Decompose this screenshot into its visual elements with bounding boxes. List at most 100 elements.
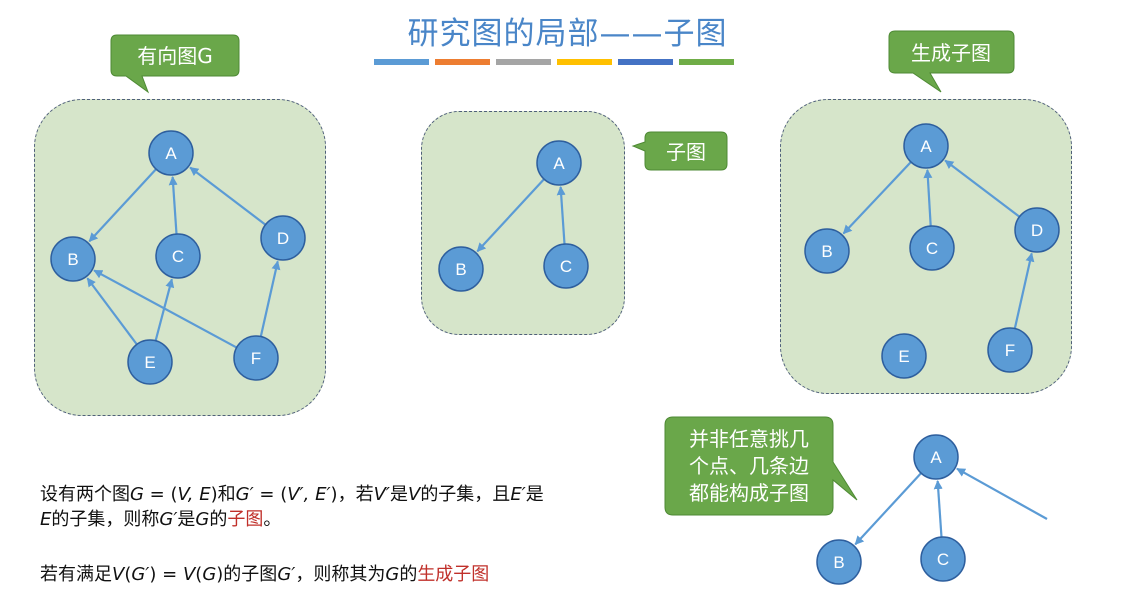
- node-F: F: [233, 335, 279, 381]
- node-A: A: [536, 140, 582, 186]
- node-circle: [543, 243, 589, 289]
- node-label: C: [560, 257, 572, 276]
- def-text: )的子图: [216, 564, 278, 585]
- node-label: D: [1031, 221, 1043, 240]
- def-text: )和: [210, 484, 236, 505]
- def-text: 是: [389, 484, 408, 505]
- node-circle: [233, 335, 279, 381]
- edge-C-A: [556, 186, 566, 245]
- callout-graph-g-text: 有向图G: [137, 44, 213, 68]
- node-label: E: [898, 347, 909, 366]
- callout-note-line3: 都能构成子图: [689, 481, 809, 505]
- callout-note: 并非任意挑几 个点、几条边 都能构成子图: [664, 416, 858, 516]
- def-text: (: [124, 564, 132, 585]
- def-text: E′: [510, 484, 526, 505]
- callout-spanning: 生成子图: [888, 30, 1015, 93]
- node-E: E: [881, 333, 927, 379]
- node-circle: [536, 140, 582, 186]
- node-circle: [804, 228, 850, 274]
- edge-D-A: [944, 159, 1021, 218]
- node-E: E: [127, 339, 173, 385]
- edge-F-D: [259, 260, 281, 337]
- def-text: V: [112, 564, 125, 585]
- definition-line-3: 若有满足V(G′) = V(G)的子图G′，则称其为G的生成子图: [40, 560, 489, 586]
- node-A: A: [913, 434, 959, 480]
- def-text: 是: [525, 484, 544, 505]
- def-text: V: [407, 484, 421, 505]
- callout-subgraph-text: 子图: [666, 140, 706, 164]
- def-text: G′: [131, 564, 150, 585]
- node-circle: [50, 236, 96, 282]
- node-D: D: [1014, 207, 1060, 253]
- node-A: A: [148, 130, 194, 176]
- node-C: C: [909, 225, 955, 271]
- node-F: F: [987, 327, 1033, 373]
- edge-E-B: [86, 277, 138, 346]
- def-text: ，则称其为: [295, 564, 386, 585]
- def-text: G′: [235, 484, 254, 505]
- edge-A-B: [476, 178, 545, 253]
- def-text: (: [195, 564, 203, 585]
- node-label: E: [144, 353, 155, 372]
- edge-A-B: [88, 168, 157, 243]
- node-B: B: [816, 539, 862, 585]
- node-label: A: [920, 137, 932, 156]
- page-title: 研究图的局部——子图: [407, 16, 728, 52]
- color-bar-4: [557, 59, 612, 65]
- definition-line-2: E的子集，则称G′是G的子图。: [40, 505, 281, 531]
- def-text: 的子集，则称: [51, 509, 160, 530]
- panel-subgraph: [421, 111, 625, 335]
- def-text: G: [202, 564, 217, 585]
- def-text: G: [385, 564, 400, 585]
- edge-E-C: [154, 278, 175, 342]
- term-spanning-subgraph: 生成子图: [417, 564, 490, 585]
- node-label: C: [937, 550, 949, 569]
- node-label: A: [165, 144, 177, 163]
- callout-note-line1: 并非任意挑几: [689, 427, 809, 451]
- def-text: ) =: [149, 564, 183, 585]
- node-circle: [155, 233, 201, 279]
- edge-F-D: [1013, 252, 1035, 329]
- node-A: A: [903, 123, 949, 169]
- node-label: B: [67, 250, 78, 269]
- def-text: G′: [159, 509, 178, 530]
- edges-layer: [86, 159, 1048, 546]
- def-text: 的: [209, 509, 228, 530]
- node-C: C: [155, 233, 201, 279]
- callout-subgraph: 子图: [631, 131, 728, 171]
- def-text: 是: [177, 509, 196, 530]
- node-circle: [903, 123, 949, 169]
- def-text: 的子集，且: [420, 484, 511, 505]
- def-text: G: [195, 509, 210, 530]
- node-circle: [127, 339, 173, 385]
- edge-dangling-A: [956, 467, 1048, 520]
- node-label: A: [553, 154, 565, 173]
- edge-C-A: [168, 176, 178, 235]
- node-label: F: [251, 349, 261, 368]
- def-text: 设有两个图: [40, 484, 130, 505]
- node-label: D: [277, 229, 289, 248]
- node-circle: [881, 333, 927, 379]
- def-text: G: [130, 484, 144, 505]
- edge-D-A: [189, 166, 267, 226]
- def-text: G′: [277, 564, 296, 585]
- callout-note-line2: 个点、几条边: [689, 454, 809, 478]
- edge-A-B: [842, 161, 912, 235]
- edge-C-A: [923, 169, 933, 227]
- def-text: = (: [253, 484, 288, 505]
- edge-A-B: [854, 472, 922, 546]
- definition-line-1: 设有两个图G = (V, E)和G′ = (V′, E′)，若V′是V的子集，且…: [40, 480, 544, 506]
- node-B: B: [438, 246, 484, 292]
- node-circle: [438, 246, 484, 292]
- node-D: D: [260, 215, 306, 261]
- def-text: 。: [263, 509, 282, 530]
- color-bar-3: [496, 59, 551, 65]
- edge-F-B: [93, 269, 238, 349]
- def-text: = (: [143, 484, 178, 505]
- callout-graph-g: 有向图G: [110, 34, 240, 94]
- def-text: V′, E′: [287, 484, 331, 505]
- def-text: 若有满足: [40, 564, 112, 585]
- def-text: V, E: [177, 484, 211, 505]
- def-text: 的: [399, 564, 418, 585]
